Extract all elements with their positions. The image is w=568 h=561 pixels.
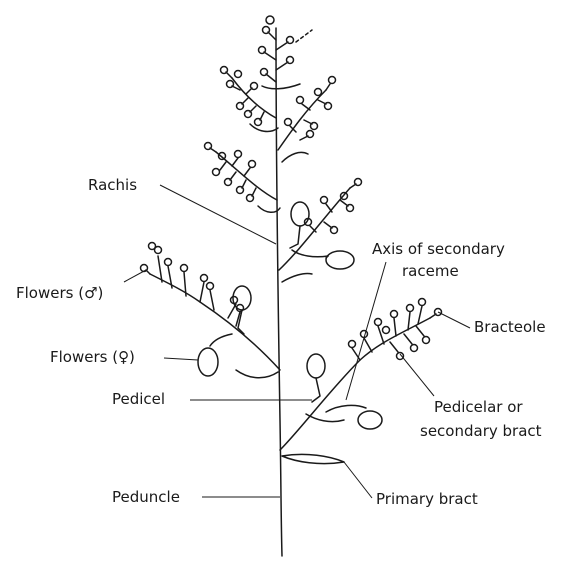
pedicelar-or-secondary-bract-label-line2: secondary bract (420, 422, 542, 440)
flowers-female-label: Flowers (♀) (50, 348, 135, 366)
axis-of-secondary-raceme-label-line1: Axis of secondary (372, 240, 505, 258)
stem-dashed-tip (296, 30, 312, 42)
peduncle-label: Peduncle (112, 488, 180, 506)
bracteole-label: Bracteole (474, 318, 546, 336)
rachis-label: Rachis (88, 176, 137, 194)
lower-right-raceme (280, 299, 442, 464)
primary-bract-label: Primary bract (376, 490, 478, 508)
main-stem (276, 28, 282, 556)
axis-of-secondary-raceme-label-line2: raceme (402, 262, 459, 280)
upper-right-raceme (278, 77, 336, 163)
pedicel-label: Pedicel (112, 390, 165, 408)
lower-left-raceme (141, 243, 281, 378)
middle-left-raceme (205, 143, 281, 213)
middle-right-raceme (279, 179, 362, 283)
flowers-male-label: Flowers (♂) (16, 284, 103, 302)
leader-lines (124, 185, 470, 498)
pedicelar-or-secondary-bract-label-line1: Pedicelar or (434, 398, 523, 416)
top-bud-cluster (259, 16, 301, 89)
